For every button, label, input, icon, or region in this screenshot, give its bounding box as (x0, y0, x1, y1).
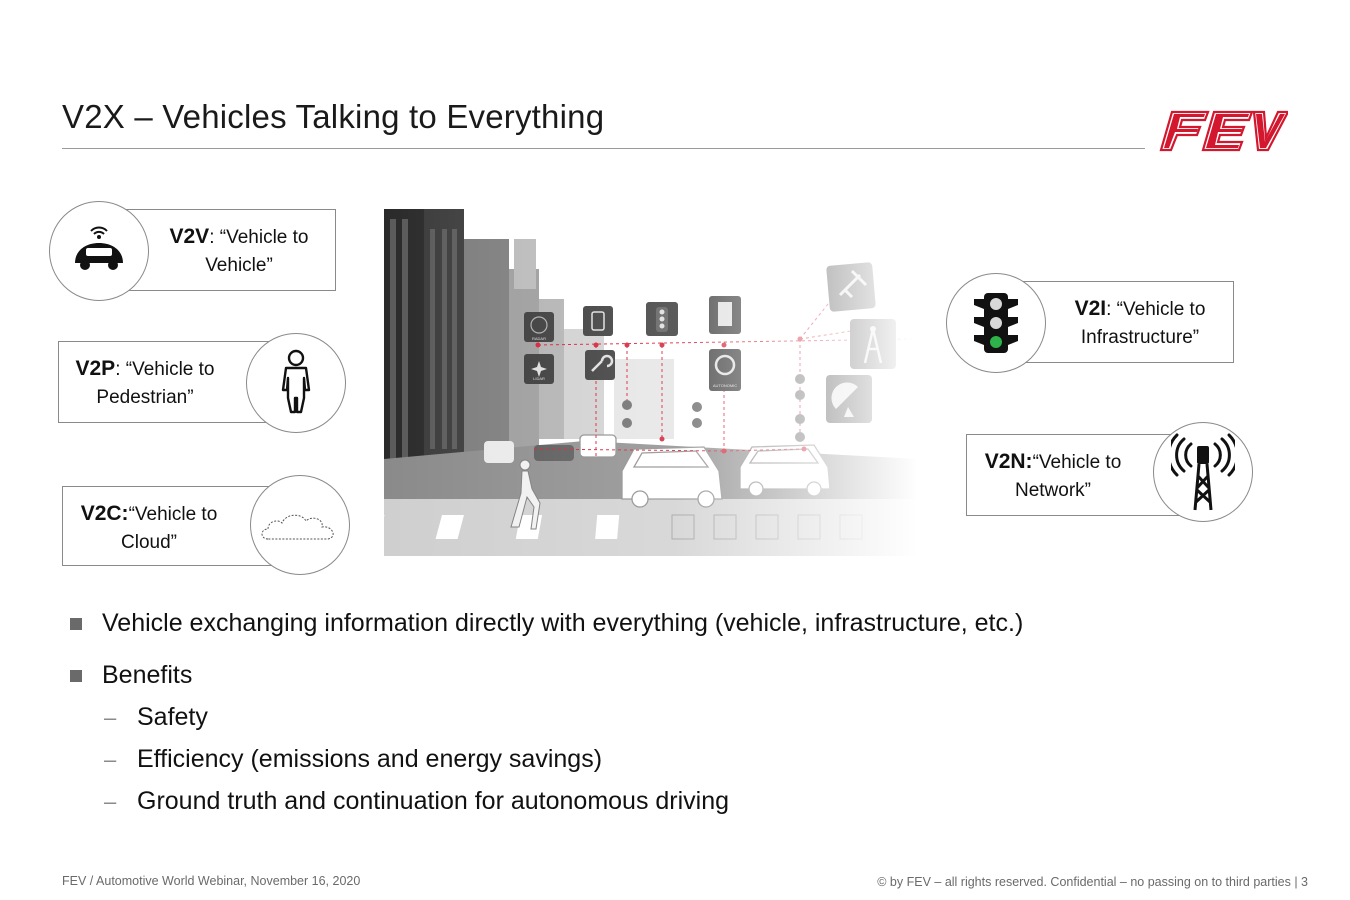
v2n-code: V2N: (984, 450, 1033, 473)
v2v-code: V2V (169, 225, 210, 248)
v2i-code: V2I (1074, 297, 1107, 320)
bullet-item: Benefits (102, 661, 193, 689)
page-title: V2X – Vehicles Talking to Everything (62, 98, 605, 135)
pedestrian-icon (281, 349, 311, 414)
v2p-label-box: V2P: “Vehicle to Pedestrian” (58, 341, 282, 423)
city-scene-illustration: RADAR LIDAR AUTONOMIC (384, 209, 918, 556)
v2n-label-box: V2N:“Vehicle to Network” (966, 434, 1190, 516)
traffic-light-icon (974, 293, 1018, 353)
v2v-label-box: V2V: “Vehicle to Vehicle” (112, 209, 336, 291)
sub-bullet-item: Safety (137, 703, 208, 731)
footer-right: © by FEV – all rights reserved. Confiden… (877, 875, 1308, 889)
v2n-icon-circle (1153, 422, 1253, 522)
cloud-icon (261, 514, 334, 540)
antenna-tower-icon (1171, 433, 1235, 511)
v2i-icon-circle (946, 273, 1046, 373)
v2p-icon-circle (246, 333, 346, 433)
bullet-square (70, 618, 82, 630)
sub-bullet-item: Efficiency (emissions and energy savings… (137, 745, 603, 773)
v2p-code: V2P (75, 357, 116, 380)
bullet-square (70, 670, 82, 682)
fev-logo (1159, 110, 1288, 152)
v2c-code: V2C: (80, 502, 129, 525)
sub-bullet-dash: – (104, 789, 117, 814)
v2c-icon-circle (250, 475, 350, 575)
title-divider (62, 148, 1145, 149)
sub-bullet-dash: – (104, 705, 117, 730)
bullet-item: Vehicle exchanging information directly … (102, 609, 1024, 637)
v2c-label-box: V2C:“Vehicle to Cloud” (62, 486, 286, 566)
footer-left: FEV / Automotive World Webinar, November… (62, 874, 361, 888)
sub-bullet-dash: – (104, 747, 117, 772)
car-wifi-icon (75, 226, 123, 272)
v2v-icon-circle (49, 201, 149, 301)
sub-bullet-item: Ground truth and continuation for autono… (137, 787, 730, 815)
